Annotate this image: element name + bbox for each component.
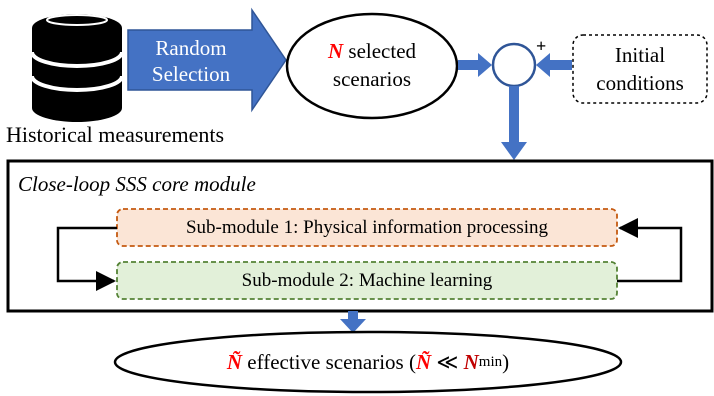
submodule-2-label: Sub-module 2: Machine learning [241,269,493,291]
historical-measurements-caption: Historical measurements [6,122,225,147]
scenarios-to-junction-arrow [458,53,492,77]
database-icon [30,14,124,122]
n-symbol: N [327,39,344,63]
output-relation-op: ≪ [431,349,464,374]
random-selection-line1: Random [155,36,227,60]
submodule-2-box [116,261,618,300]
selected-scenarios-line2: scenarios [332,67,412,91]
plus-sign: + [536,36,547,56]
initial-conditions-arrow [536,53,572,77]
output-superscript: min [478,353,503,370]
selected-scenarios-label: N selected scenarios [290,20,454,110]
output-ellipse [113,330,623,394]
random-selection-arrow [127,7,287,113]
initial-conditions-label: Initial conditions [573,35,707,103]
left-feedback-connector [56,226,117,291]
summing-junction-circle [491,42,537,88]
core-to-output-arrow [340,311,366,333]
random-selection-line2: Selection [151,62,231,86]
core-module-title: Close-loop SSS core module [18,172,256,196]
submodule-1-label: Sub-module 1: Physical information proce… [185,216,548,238]
output-n-tilde: Ñ [226,349,243,374]
selected-scenarios-line1: N selected [328,37,416,65]
right-feedback-connector [617,218,683,283]
initial-conditions-line1: Initial [614,43,666,67]
random-selection-label: Random Selection [130,32,252,90]
junction-to-core-arrow [501,86,527,160]
output-relation-lhs: Ñ [415,349,432,374]
output-relation-rhs: N [463,349,479,374]
initial-conditions-box [572,34,708,104]
selected-scenarios-ellipse [285,12,459,120]
initial-conditions-line2: conditions [596,71,684,95]
output-text: effective scenarios ( [242,349,416,374]
selected-word: selected [343,39,417,63]
output-close-paren: ) [502,349,510,374]
